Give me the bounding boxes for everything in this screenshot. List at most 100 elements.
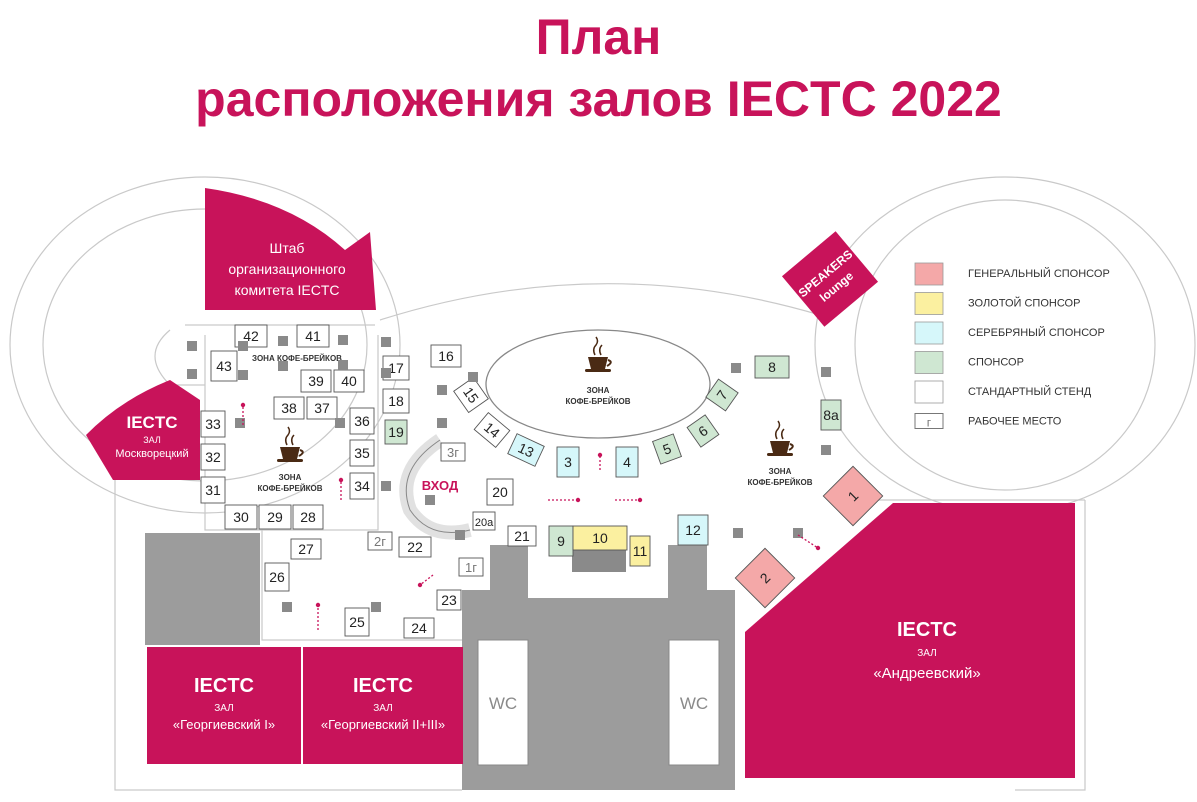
stand-24[interactable]: 24: [403, 617, 435, 639]
pillar: [278, 336, 288, 346]
stand-label: 29: [267, 509, 283, 525]
stand-34[interactable]: 34: [349, 472, 375, 500]
stand-label: 22: [407, 539, 423, 555]
stand-box: [473, 411, 511, 449]
stand-label: 42: [243, 328, 259, 344]
pillar: [437, 385, 447, 395]
stand-32[interactable]: 32: [200, 443, 226, 471]
stand-2[interactable]: 2: [734, 547, 796, 609]
stand-5[interactable]: 5: [651, 433, 683, 465]
page-title: План расположения залов IECTC 2022: [0, 6, 1197, 130]
pillars-layer: [187, 335, 831, 612]
coffee-left-l2: КОФЕ-БРЕЙКОВ: [258, 484, 323, 493]
stand-box: [472, 511, 496, 531]
stand-41[interactable]: 41: [296, 324, 330, 348]
andreevsky-room[interactable]: [745, 503, 1075, 778]
workplace-1[interactable]: 2г: [367, 531, 393, 551]
pillar: [338, 335, 348, 345]
stand-4[interactable]: 4: [615, 446, 639, 478]
pillar: [371, 602, 381, 612]
stand-28[interactable]: 28: [292, 504, 324, 530]
stand-label: 13: [516, 439, 537, 460]
stand-22[interactable]: 22: [398, 536, 432, 558]
stand-38[interactable]: 38: [273, 396, 305, 420]
pillar: [437, 418, 447, 428]
stand-15[interactable]: 15: [453, 376, 489, 414]
stand-20[interactable]: 20: [486, 478, 514, 506]
stand-39[interactable]: 39: [300, 369, 332, 393]
coffee-right-l2: КОФЕ-БРЕЙКОВ: [748, 478, 813, 487]
georgievsky23-room[interactable]: [303, 647, 463, 764]
moskvoretsky-brand: IECTC: [127, 413, 178, 432]
pillar: [335, 418, 345, 428]
stand-box: [507, 525, 537, 547]
arrow-head: [338, 477, 344, 483]
stand-1[interactable]: 1: [822, 465, 884, 527]
stand-29[interactable]: 29: [258, 504, 292, 530]
workplace-label: 2г: [374, 534, 386, 549]
stand-label: 28: [300, 509, 316, 525]
stand-31[interactable]: 31: [200, 476, 226, 504]
stand-label: 20а: [475, 517, 494, 529]
legend-item-standard: СТАНДАРТНЫЙ СТЕНД: [914, 380, 1092, 404]
stand-box: [686, 414, 720, 448]
pillar: [821, 367, 831, 377]
stand-box: [615, 446, 639, 478]
stand-12[interactable]: 12: [677, 514, 709, 546]
stand-43[interactable]: 43: [210, 350, 238, 382]
stand-37[interactable]: 37: [306, 396, 338, 420]
stand-label: 19: [388, 424, 404, 440]
stand-18[interactable]: 18: [382, 388, 410, 414]
legend-swatch: [914, 351, 944, 374]
stand-box: [210, 350, 238, 382]
workplace-label: 3г: [447, 445, 459, 460]
coffee-center-l2: КОФЕ-БРЕЙКОВ: [566, 397, 631, 406]
stand-9[interactable]: 9: [548, 525, 574, 557]
workplace-0[interactable]: 3г: [440, 442, 466, 462]
stand-13[interactable]: 13: [507, 433, 545, 467]
stand-27[interactable]: 27: [290, 538, 322, 560]
stand-11[interactable]: 11: [629, 535, 651, 567]
georgievsky1-room[interactable]: [147, 647, 301, 764]
stand-19[interactable]: 19: [384, 419, 408, 445]
legend-symbol: г: [927, 416, 932, 430]
stand-10[interactable]: 10: [572, 525, 628, 551]
stand-26[interactable]: 26: [264, 562, 290, 592]
service-area: [145, 533, 735, 790]
stand-35[interactable]: 35: [349, 439, 375, 467]
arrows-layer: [240, 402, 821, 630]
arrow-head: [315, 602, 321, 608]
arrow-head: [637, 497, 643, 503]
stand-33[interactable]: 33: [200, 410, 226, 438]
stand-box: [398, 536, 432, 558]
stand-40[interactable]: 40: [333, 369, 365, 393]
stand-box: [200, 410, 226, 438]
moskvoretsky-room[interactable]: [86, 380, 200, 480]
stand-8[interactable]: 8: [754, 355, 790, 379]
stand-label: 33: [205, 416, 221, 432]
stand-label: 3: [564, 454, 572, 470]
title-line-2: расположения залов IECTC 2022: [195, 71, 1002, 127]
stand-label: 40: [341, 373, 357, 389]
stand-7[interactable]: 7: [705, 378, 739, 412]
workplace-2[interactable]: 1г: [458, 557, 484, 577]
stand-30[interactable]: 30: [224, 504, 258, 530]
stand-label: 4: [623, 454, 631, 470]
hq-room[interactable]: [205, 188, 376, 310]
stand-box: [292, 504, 324, 530]
stand-20а[interactable]: 20а: [472, 511, 496, 531]
stand-label: 32: [205, 449, 221, 465]
stand-6[interactable]: 6: [686, 414, 720, 448]
stand-3[interactable]: 3: [556, 446, 580, 478]
stand-14[interactable]: 14: [473, 411, 511, 449]
stand-23[interactable]: 23: [436, 589, 462, 611]
stand-21[interactable]: 21: [507, 525, 537, 547]
stand-8а[interactable]: 8а: [820, 399, 842, 431]
speakers-lounge[interactable]: [781, 231, 879, 327]
stand-36[interactable]: 36: [349, 407, 375, 435]
stand-25[interactable]: 25: [344, 607, 370, 637]
wc-right-label: WC: [680, 694, 708, 713]
workplaces-layer: 3г 2г 1г: [367, 442, 484, 577]
stand-16[interactable]: 16: [430, 344, 462, 368]
